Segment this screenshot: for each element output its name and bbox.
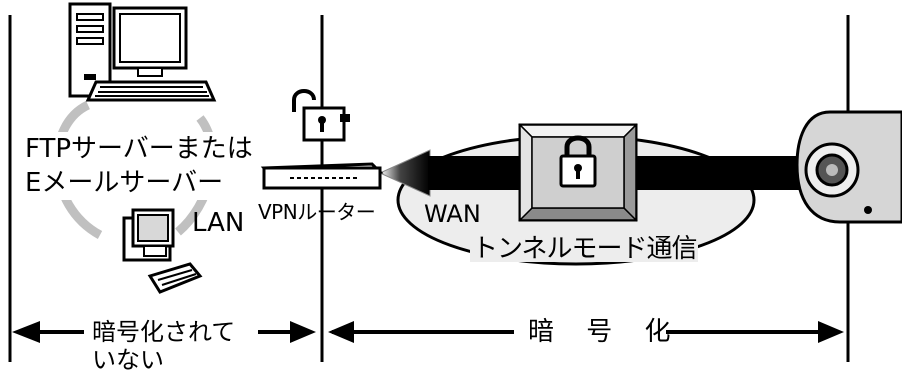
encrypted-beam	[378, 149, 809, 197]
desktop-computer-icon	[68, 2, 217, 102]
tunnel-mode-label: トンネルモード通信	[470, 234, 699, 264]
network-camera-icon	[795, 110, 902, 224]
wan-label: WAN	[422, 200, 483, 228]
vpn-router-label: VPNルーター	[258, 200, 376, 224]
open-padlock-icon	[292, 89, 350, 142]
server-label: FTPサーバーまたは Eメールサーバー	[22, 132, 256, 200]
lan-label: LAN	[192, 208, 245, 238]
router-icon	[260, 162, 384, 190]
encrypted-arrow	[328, 321, 844, 343]
encrypted-label: 暗 号 化	[528, 317, 683, 347]
closed-padlock-icon	[559, 135, 597, 188]
not-encrypted-arrow	[12, 321, 316, 343]
not-encrypted-label: 暗号化されて いない	[92, 318, 236, 374]
client-computer-icon	[122, 208, 203, 294]
